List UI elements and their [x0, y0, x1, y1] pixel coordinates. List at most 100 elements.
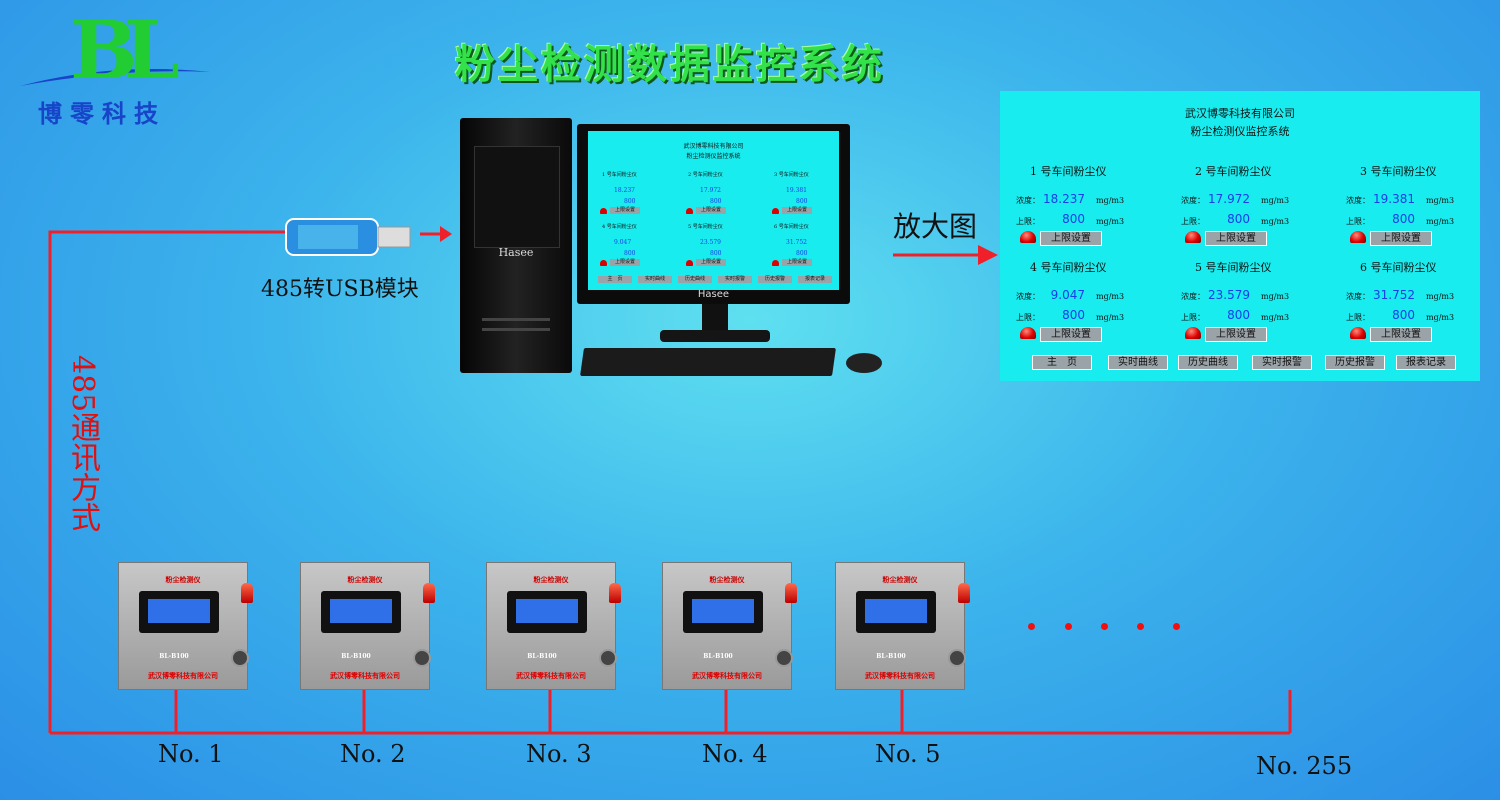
mini-alarm-icon	[600, 208, 607, 214]
concentration-label: 浓度：	[1016, 292, 1040, 301]
mini-set-button: 上限设置	[782, 207, 812, 214]
nav-button[interactable]: 实时报警	[1252, 355, 1312, 370]
device-lcd	[865, 599, 927, 623]
unit-label: mg/m3	[1261, 196, 1290, 205]
device-header: 粉尘检测仪	[347, 575, 383, 584]
limit-value: 800	[1392, 308, 1415, 322]
unit-label: mg/m3	[1261, 217, 1290, 226]
device-company: 武汉博零科技有限公司	[148, 671, 218, 680]
arrow-to-pc	[440, 226, 452, 242]
limit-set-button[interactable]: 上限设置	[1205, 327, 1267, 342]
device-card-title: 3 号车间粉尘仪	[1360, 165, 1437, 178]
mini-concentration: 9.047	[614, 239, 632, 246]
mini-nav-button: 实时曲线	[638, 276, 672, 283]
device-model: BL-B100	[527, 653, 557, 660]
unit-label: mg/m3	[1426, 292, 1455, 301]
nav-button[interactable]: 主 页	[1032, 355, 1092, 370]
nav-button[interactable]: 实时曲线	[1108, 355, 1168, 370]
device-header: 粉尘检测仪	[533, 575, 569, 584]
limit-set-button[interactable]: 上限设置	[1205, 231, 1267, 246]
company-logo	[20, 18, 220, 128]
mini-limit: 800	[624, 198, 636, 205]
limit-label: 上限：	[1181, 217, 1205, 226]
unit-label: mg/m3	[1096, 196, 1125, 205]
monitor-stand	[660, 304, 770, 342]
mini-limit: 800	[710, 198, 722, 205]
device-key-icon	[413, 649, 431, 667]
concentration-value: 23.579	[1208, 288, 1250, 302]
device-label-last: No. 255	[1256, 752, 1353, 780]
device-lcd	[148, 599, 210, 623]
nav-button[interactable]: 历史报警	[1325, 355, 1385, 370]
device-card-title: 2 号车间粉尘仪	[1195, 165, 1272, 178]
panel-company: 武汉博零科技有限公司	[1185, 107, 1295, 120]
device-card-title: 4 号车间粉尘仪	[1030, 261, 1107, 274]
mini-alarm-icon	[772, 208, 779, 214]
limit-label: 上限：	[1016, 313, 1040, 322]
nav-button[interactable]: 报表记录	[1396, 355, 1456, 370]
concentration-label: 浓度：	[1016, 196, 1040, 205]
device-alarm-lamp-icon	[609, 583, 621, 603]
device-display-window	[507, 591, 587, 633]
nav-button[interactable]: 历史曲线	[1178, 355, 1238, 370]
mini-concentration: 23.579	[700, 239, 721, 246]
panel-system-title: 粉尘检测仪监控系统	[1190, 125, 1290, 138]
device-card-title: 1 号车间粉尘仪	[1030, 165, 1107, 178]
mini-set-button: 上限设置	[610, 259, 640, 266]
mouse-icon	[846, 353, 882, 373]
mini-alarm-icon	[686, 260, 693, 266]
limit-value: 800	[1392, 212, 1415, 226]
mini-device-title: 1 号车间粉尘仪	[602, 172, 637, 178]
device-model: BL-B100	[159, 653, 189, 660]
alarm-light-icon	[1350, 231, 1366, 243]
keyboard-icon	[580, 348, 836, 376]
device-label: No. 3	[526, 740, 592, 768]
mini-device-title: 6 号车间粉尘仪	[774, 224, 809, 230]
logo-company-name: 博零科技	[38, 100, 166, 128]
limit-label: 上限：	[1346, 217, 1370, 226]
limit-set-button[interactable]: 上限设置	[1370, 231, 1432, 246]
mini-limit: 800	[796, 250, 808, 257]
limit-set-button[interactable]: 上限设置	[1370, 327, 1432, 342]
bus-left-vertical	[48, 230, 288, 733]
alarm-light-icon	[1020, 327, 1036, 339]
concentration-label: 浓度：	[1346, 196, 1370, 205]
ellipsis-dot	[1173, 623, 1180, 630]
limit-set-button[interactable]: 上限设置	[1040, 327, 1102, 342]
limit-set-button[interactable]: 上限设置	[1040, 231, 1102, 246]
limit-value: 800	[1062, 308, 1085, 322]
pc-tower: Hasee	[460, 118, 572, 373]
mini-set-button: 上限设置	[782, 259, 812, 266]
converter-label: 485转USB模块	[261, 277, 419, 302]
device-label: No. 5	[875, 740, 941, 768]
concentration-label: 浓度：	[1181, 196, 1205, 205]
limit-label: 上限：	[1346, 313, 1370, 322]
mini-alarm-icon	[686, 208, 693, 214]
concentration-value: 31.752	[1373, 288, 1415, 302]
device-display-window	[139, 591, 219, 633]
concentration-value: 9.047	[1050, 288, 1085, 302]
usb-converter-icon	[285, 218, 411, 256]
comm-label: 485通讯方式	[65, 355, 100, 533]
mini-alarm-icon	[600, 260, 607, 266]
unit-label: mg/m3	[1426, 217, 1455, 226]
device-alarm-lamp-icon	[423, 583, 435, 603]
mini-concentration: 19.381	[786, 187, 807, 194]
alarm-light-icon	[1020, 231, 1036, 243]
mini-device-title: 5 号车间粉尘仪	[688, 224, 723, 230]
mini-set-button: 上限设置	[696, 207, 726, 214]
device-header: 粉尘检测仪	[882, 575, 918, 584]
unit-label: mg/m3	[1096, 313, 1125, 322]
mini-device-title: 4 号车间粉尘仪	[602, 224, 637, 230]
device-company: 武汉博零科技有限公司	[692, 671, 762, 680]
limit-value: 800	[1062, 212, 1085, 226]
concentration-value: 17.972	[1208, 192, 1250, 206]
device-alarm-lamp-icon	[241, 583, 253, 603]
ellipsis-dot	[1137, 623, 1144, 630]
